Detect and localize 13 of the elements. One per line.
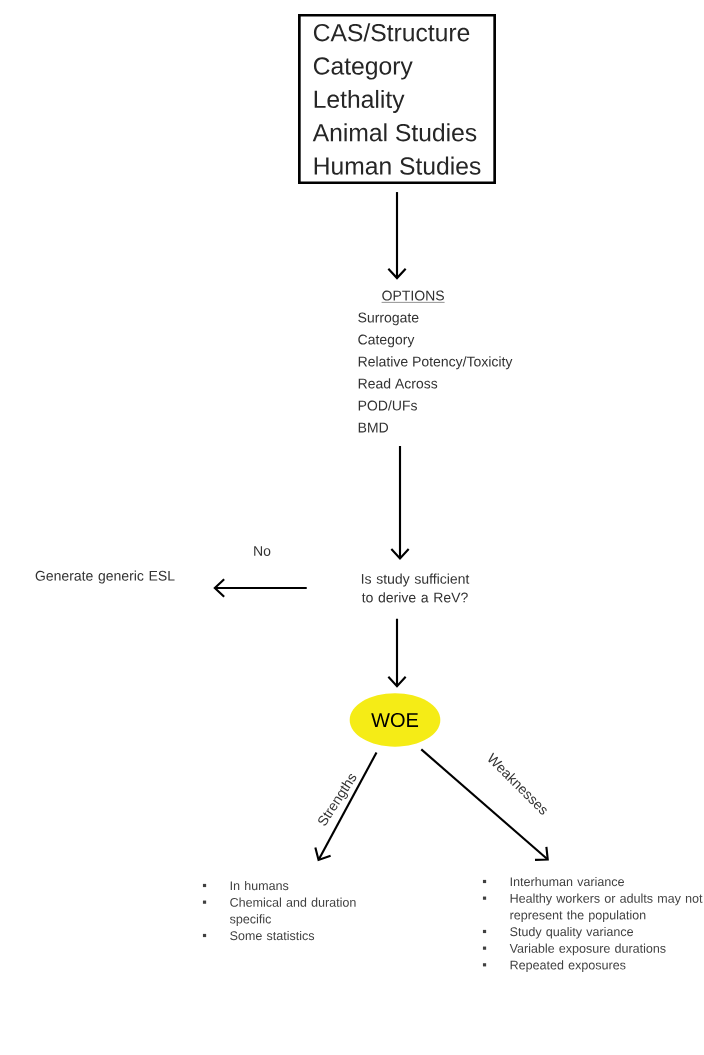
arrow <box>387 192 407 280</box>
input-box: CAS/Structure Category Lethality Animal Studies Human Studies <box>298 13 496 185</box>
arrow <box>420 748 549 861</box>
arrow <box>314 752 378 862</box>
strengths-list: In humans Chemical and duration specific Some statistics <box>202 880 356 941</box>
arrow <box>390 446 410 560</box>
decision-text: Is study sufficient to derive a ReV? <box>361 573 470 603</box>
arrow <box>387 618 407 688</box>
result-text: Generate generic ESL <box>35 570 175 584</box>
weaknesses-list: Interhuman variance Healthy workers or adults may not represent the population Study quality variance Variable exposure durations Repeated exposures <box>482 876 703 972</box>
arrow <box>213 578 307 598</box>
options-list: OPTIONS Surrogate Category Relative Potency/Toxicity Read Across POD/UFs BMD <box>358 290 513 433</box>
edge-label: No <box>254 546 271 556</box>
